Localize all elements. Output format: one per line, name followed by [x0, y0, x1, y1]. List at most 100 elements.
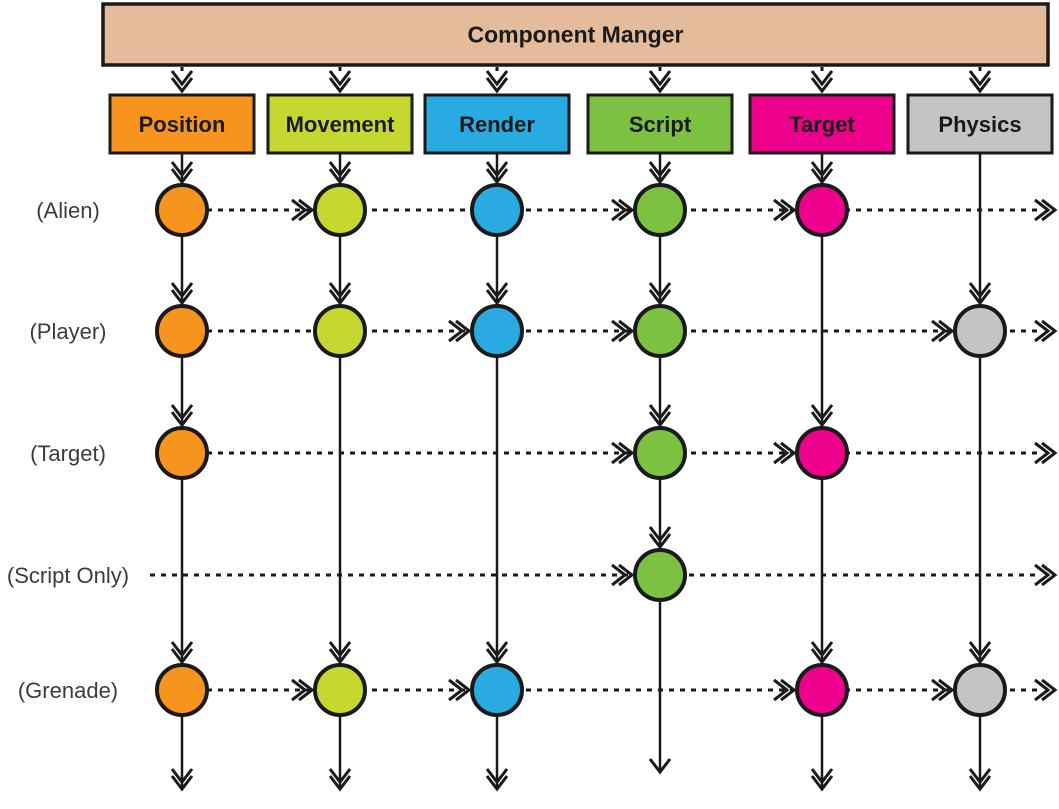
- right-arrow-icon-movement-alien-inner: [291, 198, 308, 222]
- right-arrow-icon-movement-alien: [298, 198, 315, 222]
- down-arrow-icon-render-grenade-inner: [485, 641, 509, 658]
- component-header-label-movement: Movement: [286, 112, 395, 137]
- row-flow-end-arrow-icon-grenade: [1041, 678, 1058, 702]
- manager-arrow-icon-physics-inner: [968, 70, 992, 87]
- down-arrow-icon-target-target: [810, 411, 834, 428]
- down-arrow-icon-script-alien-inner: [648, 161, 672, 178]
- right-arrow-icon-physics-grenade: [938, 678, 955, 702]
- down-arrow-icon-position-alien-inner: [170, 161, 194, 178]
- down-arrow-icon-physics-player-inner: [968, 282, 992, 299]
- manager-arrow-icon-script-inner: [648, 70, 672, 87]
- down-arrow-icon-target-alien: [810, 168, 834, 185]
- component-instance-movement-player: [313, 304, 367, 358]
- right-arrow-icon-movement-grenade-inner: [291, 678, 308, 702]
- component-header-box-render: [423, 93, 571, 155]
- column-end-arrow-icon-render: [485, 775, 509, 792]
- column-end-arrow-icon-physics-inner: [968, 768, 992, 785]
- down-arrow-icon-script-target-inner: [648, 404, 672, 421]
- right-arrow-icon-script-target-inner: [611, 441, 628, 465]
- down-arrow-icon-position-player: [170, 289, 194, 306]
- right-arrow-icon-render-player: [455, 319, 472, 343]
- component-instance-script-alien: [633, 183, 687, 237]
- right-arrow-icon-target-grenade-inner: [773, 678, 790, 702]
- row-label-grenade: (Grenade): [18, 678, 118, 703]
- component-instance-physics-player: [953, 304, 1007, 358]
- down-arrow-icon-script-alien: [648, 168, 672, 185]
- row-flow-end-arrow-icon-target-inner: [1034, 441, 1051, 465]
- component-instance-position-player: [155, 304, 209, 358]
- component-instance-render-grenade: [470, 663, 524, 717]
- right-arrow-icon-target-target: [780, 441, 797, 465]
- component-instance-movement-alien: [313, 183, 367, 237]
- down-arrow-icon-script-player-inner: [648, 282, 672, 299]
- component-header-label-script: Script: [629, 112, 692, 137]
- manager-arrow-icon-script: [648, 77, 672, 94]
- down-arrow-icon-movement-grenade-inner: [328, 641, 352, 658]
- component-instance-target-target: [795, 426, 849, 480]
- right-arrow-icon-render-player-inner: [448, 319, 465, 343]
- column-end-arrow-icon-position-inner: [170, 768, 194, 785]
- component-instance-target-alien: [795, 183, 849, 237]
- down-arrow-icon-movement-player-inner: [328, 282, 352, 299]
- down-arrow-icon-script-script_only: [648, 533, 672, 550]
- manager-arrow-icon-render-inner: [485, 70, 509, 87]
- down-arrow-icon-script-target: [648, 411, 672, 428]
- row-label-script_only: (Script Only): [7, 563, 129, 588]
- row-flow-end-arrow-icon-target: [1041, 441, 1058, 465]
- right-arrow-icon-script-player-inner: [611, 319, 628, 343]
- column-end-arrow-icon-physics: [968, 775, 992, 792]
- manager-arrow-icon-position: [170, 77, 194, 94]
- down-arrow-icon-script-script_only-inner: [648, 526, 672, 543]
- manager-arrow-icon-movement: [328, 77, 352, 94]
- down-arrow-icon-physics-player: [968, 289, 992, 306]
- component-instance-render-player: [470, 304, 524, 358]
- down-arrow-icon-physics-grenade-inner: [968, 641, 992, 658]
- down-arrow-icon-position-grenade: [170, 648, 194, 665]
- component-instance-script-script_only: [633, 548, 687, 602]
- down-arrow-icon-physics-grenade: [968, 648, 992, 665]
- component-header-box-movement: [266, 93, 414, 155]
- down-arrow-icon-render-player-inner: [485, 282, 509, 299]
- right-arrow-icon-target-alien: [780, 198, 797, 222]
- manager-arrow-icon-position-inner: [170, 70, 194, 87]
- down-arrow-icon-script-player: [648, 289, 672, 306]
- right-arrow-icon-script-alien-inner: [611, 198, 628, 222]
- row-flow-end-arrow-icon-script_only-inner: [1034, 563, 1051, 587]
- down-arrow-icon-movement-grenade: [328, 648, 352, 665]
- down-arrow-icon-target-grenade-inner: [810, 641, 834, 658]
- column-end-arrow-icon-position: [170, 775, 194, 792]
- down-arrow-icon-target-alien-inner: [810, 161, 834, 178]
- right-arrow-icon-script-player: [618, 319, 635, 343]
- component-instance-position-grenade: [155, 663, 209, 717]
- down-arrow-icon-position-grenade-inner: [170, 641, 194, 658]
- component-instance-render-alien: [470, 183, 524, 237]
- right-arrow-icon-render-grenade: [455, 678, 472, 702]
- component-header-box-physics: [906, 93, 1054, 155]
- row-flow-end-arrow-icon-grenade-inner: [1034, 678, 1051, 702]
- component-instance-script-target: [633, 426, 687, 480]
- right-arrow-icon-render-grenade-inner: [448, 678, 465, 702]
- manager-arrow-icon-target: [810, 77, 834, 94]
- component-instance-physics-grenade: [953, 663, 1007, 717]
- manager-arrow-icon-physics: [968, 77, 992, 94]
- right-arrow-icon-target-alien-inner: [773, 198, 790, 222]
- down-arrow-icon-render-alien-inner: [485, 161, 509, 178]
- component-header-box-target: [748, 93, 896, 155]
- row-label-player: (Player): [29, 319, 106, 344]
- down-arrow-icon-position-target-inner: [170, 404, 194, 421]
- right-arrow-icon-physics-player-inner: [931, 319, 948, 343]
- column-end-arrow-icon-render-inner: [485, 768, 509, 785]
- row-flow-end-arrow-icon-alien: [1041, 198, 1058, 222]
- component-instance-position-target: [155, 426, 209, 480]
- component-header-label-render: Render: [459, 112, 535, 137]
- row-flow-end-arrow-icon-player: [1041, 319, 1058, 343]
- column-end-arrow-icon-movement: [328, 775, 352, 792]
- component-instance-movement-grenade: [313, 663, 367, 717]
- right-arrow-icon-physics-grenade-inner: [931, 678, 948, 702]
- component-header-label-position: Position: [139, 112, 226, 137]
- down-arrow-icon-render-grenade: [485, 648, 509, 665]
- down-arrow-icon-target-target-inner: [810, 404, 834, 421]
- component-header-label-target: Target: [789, 112, 855, 137]
